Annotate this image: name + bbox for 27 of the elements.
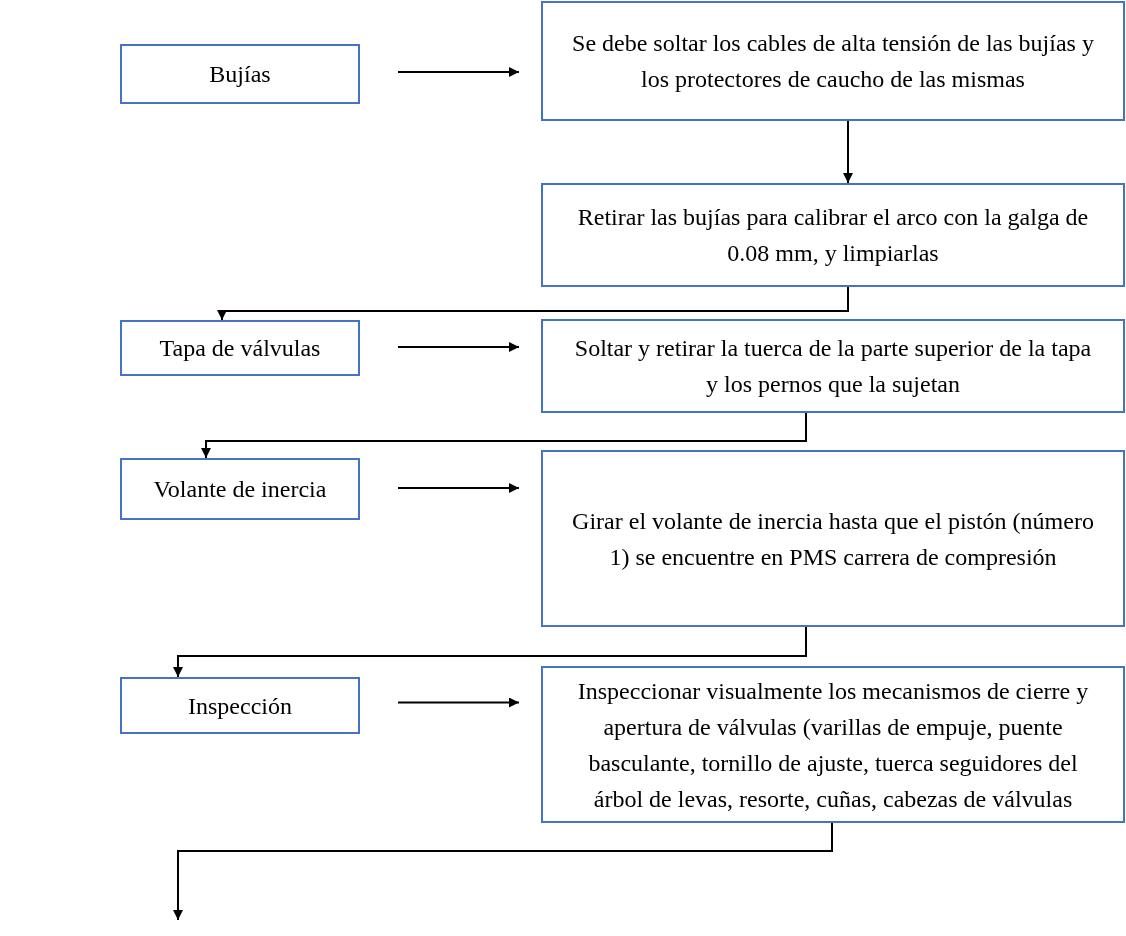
arrow xyxy=(217,286,849,321)
component-box xyxy=(120,320,360,376)
step-box xyxy=(541,183,1125,287)
arrow xyxy=(397,67,520,77)
arrow xyxy=(397,697,520,708)
component-box xyxy=(120,44,360,104)
arrow xyxy=(843,120,853,184)
step-box xyxy=(541,450,1125,627)
step-text: Bujías xyxy=(209,60,271,89)
component-box xyxy=(120,677,360,734)
step-box xyxy=(541,319,1125,413)
step-text: Tapa de válvulas xyxy=(159,334,321,363)
step-text: Inspeccionar visualmente los mecanismos de cierre y apertura de válvulas (varillas de empuje, puente basculante, tornillo de ajuste, tuerca seguidores del árbol de levas, resorte, cuñas, cabezas de válvulas xyxy=(576,676,1090,814)
step-text: Volante de inercia xyxy=(153,475,327,504)
arrow xyxy=(397,483,520,493)
arrow xyxy=(201,412,807,459)
arrow xyxy=(397,342,520,352)
component-box xyxy=(120,458,360,520)
step-text: Se debe soltar los cables de alta tensión de las bujías y los protectores de caucho de las mismas xyxy=(571,29,1095,94)
arrow xyxy=(173,626,807,678)
step-box xyxy=(541,1,1125,121)
step-text: Inspección xyxy=(188,691,292,721)
step-text: Soltar y retirar la tuerca de la parte superior de la tapa y los pernos que la sujetan xyxy=(573,334,1093,399)
step-box xyxy=(541,666,1125,823)
step-text: Retirar las bujías para calibrar el arco con la galga de 0.08 mm, y limpiarlas xyxy=(576,203,1090,268)
step-text: Girar el volante de inercia hasta que el pistón (número 1) se encuentre en PMS carrera de compresión xyxy=(571,506,1095,572)
arrow xyxy=(173,822,833,921)
